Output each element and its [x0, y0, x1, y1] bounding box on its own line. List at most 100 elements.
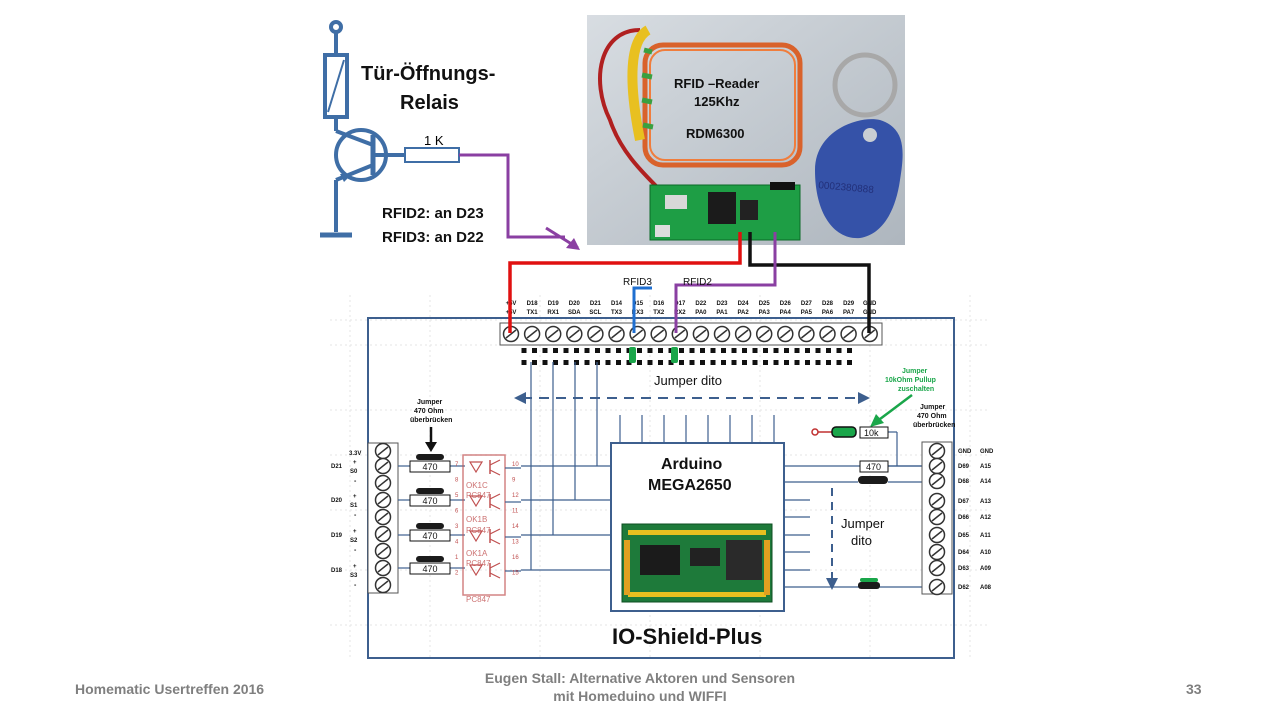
header-pin — [689, 360, 695, 365]
header-pin — [626, 360, 632, 365]
wire-label-rfid2: RFID2 — [683, 277, 712, 288]
opto-pin-left: 2 — [455, 571, 459, 577]
terminal-screw — [819, 325, 836, 343]
left-resistor — [409, 562, 451, 575]
header-pin — [826, 348, 831, 353]
top-pin-label: D23 — [716, 301, 728, 307]
top-pin-sublabel: RX2 — [674, 310, 686, 316]
jumper-470-left-line3: überbrücken — [410, 417, 452, 424]
terminal-screw — [374, 491, 392, 509]
header-pin — [731, 348, 737, 353]
opto-label: PC847 — [466, 595, 491, 604]
right-pin-label: A15 — [980, 464, 992, 470]
arduino-label-line1: Arduino — [661, 456, 723, 473]
relay-resistor — [404, 147, 460, 163]
terminal-screw — [374, 508, 392, 526]
header-pin — [805, 360, 810, 365]
left-resistor-label: 470 — [422, 496, 437, 506]
left-minus-sign: - — [354, 582, 357, 589]
top-pin-sublabel: TX3 — [611, 310, 623, 316]
terminal-screw — [374, 559, 392, 577]
left-resistor — [409, 529, 451, 542]
key-ring — [832, 52, 898, 118]
top-pin-sublabel: PA6 — [822, 310, 834, 316]
header-pin — [668, 360, 674, 365]
terminal-screw — [374, 542, 392, 560]
key-tag-print: 0002380888 — [818, 180, 875, 196]
jumper-470-right-line1: Jumper — [920, 404, 946, 411]
terminal-screw — [928, 543, 946, 561]
left-resistor-label: 470 — [422, 564, 437, 574]
terminal-screw — [629, 325, 646, 343]
left-resistor — [409, 460, 451, 473]
top-pin-label: D16 — [653, 301, 665, 307]
header-pin — [826, 360, 831, 365]
left-jumper — [416, 488, 444, 494]
header-pin — [542, 360, 548, 365]
jumper-rfid2 — [671, 347, 678, 363]
terminal-screw — [928, 508, 946, 526]
top-pin-label: D17 — [674, 301, 686, 307]
header-pins — [521, 348, 852, 365]
header-pin — [584, 348, 590, 353]
left-resistor-label: 470 — [422, 531, 437, 541]
right-terminal-screws — [928, 442, 946, 596]
right-pin-label: A14 — [980, 479, 992, 485]
opto-pin-right: 9 — [512, 478, 516, 484]
top-pin-sublabel: PA4 — [780, 310, 792, 316]
header-pin — [658, 348, 663, 353]
header-pin — [710, 348, 716, 353]
relay-title-line1: Tür-Öffnungs- — [361, 62, 495, 85]
top-pin-label: D20 — [569, 301, 581, 307]
arduino-label-line2: MEGA2650 — [648, 477, 732, 494]
header-pin — [616, 348, 621, 353]
antenna-coil — [642, 42, 803, 168]
left-group-name: D19 — [331, 533, 343, 539]
opto-pin-right: 12 — [512, 493, 519, 499]
left-group-signal: S0 — [350, 469, 358, 475]
top-pin-label: D24 — [738, 301, 750, 307]
left-3v3-label: 3.3V — [349, 451, 361, 457]
top-pin-sublabel: PA2 — [737, 310, 749, 316]
io-shield-board: +5V+5VD18TX1D19RX1D20SDAD21SCLD14TX3D15R… — [330, 295, 994, 660]
shield-title: IO-Shield-Plus — [612, 624, 762, 649]
opto-led — [468, 495, 484, 508]
terminal-screw — [777, 325, 794, 343]
terminal-screw — [734, 325, 752, 343]
terminal-screw — [587, 325, 604, 343]
header-pin — [742, 348, 747, 353]
terminal-screw — [374, 457, 392, 475]
top-pin-sublabel: PA0 — [695, 310, 707, 316]
right-pin-label: D69 — [958, 464, 970, 470]
header-pin — [605, 348, 611, 353]
left-plus-sign: + — [353, 494, 357, 500]
header-pin — [763, 360, 768, 365]
left-minus-sign: - — [354, 512, 357, 519]
jumper-dito-right-line2: dito — [851, 533, 872, 548]
top-pin-sublabel: TX2 — [653, 310, 665, 316]
header-pin — [721, 360, 726, 365]
opto-pin-left: 8 — [455, 478, 459, 484]
opto-pin-left: 6 — [455, 509, 459, 515]
left-minus-sign: - — [354, 547, 357, 554]
right-pin-label: GND — [980, 449, 994, 455]
pullup-arrow — [875, 394, 913, 423]
top-pin-label: D15 — [632, 301, 644, 307]
left-plus-sign: + — [353, 564, 357, 570]
opto-label: PC847 — [466, 491, 491, 500]
top-pin-sublabel: SCL — [589, 310, 601, 316]
left-group-name: D20 — [331, 498, 343, 504]
opto-pin-left: 7 — [455, 462, 459, 468]
terminal-screw — [928, 472, 946, 490]
footer-title-line2: mit Homeduino und WIFFI — [553, 688, 727, 704]
terminal-screw — [374, 525, 392, 543]
footer-event: Homematic Usertreffen 2016 — [75, 681, 265, 697]
header-pin — [679, 348, 684, 353]
reader-label-line1: RFID –Reader — [674, 76, 759, 91]
top-pin-label: D21 — [590, 301, 602, 307]
wire-relay-to-reader — [459, 153, 565, 239]
top-pin-label: D26 — [780, 301, 792, 307]
top-pin-sublabel: SDA — [568, 310, 581, 316]
